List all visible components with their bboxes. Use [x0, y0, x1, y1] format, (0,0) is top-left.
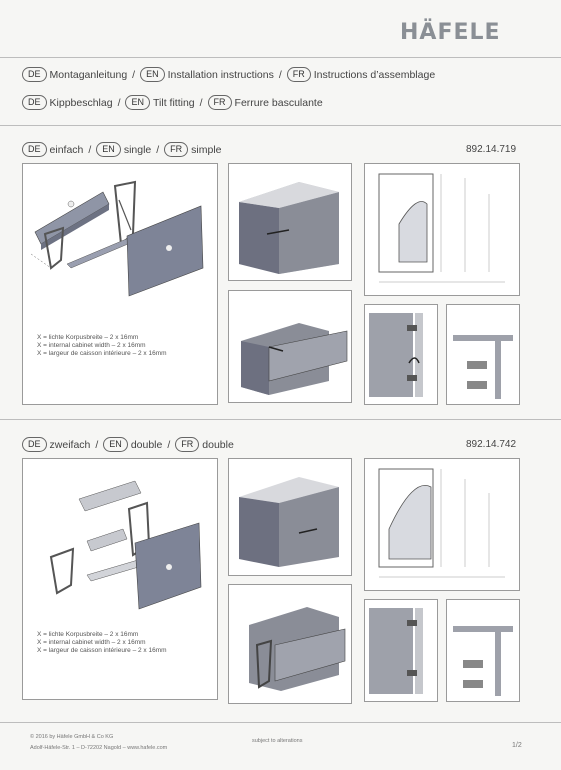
footer-copyright: © 2016 by Häfele GmbH & Co KG: [30, 734, 114, 740]
caption-1-fr: X = largeur de caisson intérieure – 2 x …: [37, 350, 167, 357]
section-divider: [0, 419, 561, 420]
caption-2-fr: X = largeur de caisson intérieure – 2 x …: [37, 647, 167, 654]
product-fr: Ferrure basculante: [234, 96, 323, 109]
dimension-drawing-1: [364, 163, 520, 296]
detail-view-2a: [364, 599, 438, 702]
section2-fr: double: [202, 438, 234, 451]
separator: /: [278, 68, 282, 81]
separator: /: [117, 96, 121, 109]
section2-label: DE zweifach / EN double / FR double: [22, 437, 234, 452]
cabinet-view-2a: [228, 458, 352, 576]
caption-1-en: X = internal cabinet width – 2 x 16mm: [37, 342, 146, 349]
header-rule-bottom: [0, 125, 561, 126]
dimension-drawing-2: [364, 458, 520, 591]
lang-badge-en: EN: [125, 95, 150, 110]
cabinet-view-2b: [228, 584, 352, 704]
product-de: Kippbeschlag: [49, 96, 113, 109]
lang-badge-de: DE: [22, 437, 47, 452]
lang-badge-fr: FR: [207, 95, 232, 110]
caption-2: X = lichte Korpusbreite – 2 x 16mm X = i…: [37, 631, 167, 655]
section2-en: double: [130, 438, 163, 451]
section2-de: zweifach: [49, 438, 91, 451]
lang-badge-fr: FR: [164, 142, 189, 157]
footer-address: Adolf-Häfele-Str. 1 – D-72202 Nagold – w…: [30, 745, 168, 751]
separator: /: [199, 96, 203, 109]
brand-logo: HÄFELE: [400, 20, 501, 45]
detail-view-2b: [446, 599, 520, 702]
lang-badge-de: DE: [22, 142, 47, 157]
footer-rule: [0, 722, 561, 723]
title-en: Installation instructions: [167, 68, 274, 81]
section1-label: DE einfach / EN single / FR simple: [22, 142, 222, 157]
title-line-2: DE Kippbeschlag / EN Tilt fitting / FR F…: [22, 95, 323, 110]
detail-view-1b: [446, 304, 520, 405]
separator: /: [167, 438, 171, 451]
title-de: Montaganleitung: [49, 68, 128, 81]
separator: /: [88, 143, 92, 156]
exploded-view-single: [22, 163, 218, 405]
article-number-2: 892.14.742: [466, 439, 517, 450]
title-line-1: DE Montaganleitung / EN Installation ins…: [22, 67, 435, 82]
caption-1: X = lichte Korpusbreite – 2 x 16mm X = i…: [37, 334, 167, 358]
separator: /: [132, 68, 136, 81]
lang-badge-fr: FR: [175, 437, 200, 452]
article-number-1: 892.14.719: [466, 144, 517, 155]
cabinet-view-1b: [228, 290, 352, 403]
section1-en: single: [123, 143, 152, 156]
separator: /: [156, 143, 160, 156]
lang-badge-en: EN: [140, 67, 165, 82]
caption-2-de: X = lichte Korpusbreite – 2 x 16mm: [37, 631, 139, 638]
lang-badge-en: EN: [103, 437, 128, 452]
section1-fr: simple: [191, 143, 222, 156]
header-rule-top: [0, 57, 561, 58]
caption-1-de: X = lichte Korpusbreite – 2 x 16mm: [37, 334, 139, 341]
exploded-view-double: [22, 458, 218, 700]
section1-de: einfach: [49, 143, 84, 156]
product-en: Tilt fitting: [153, 96, 195, 109]
caption-2-en: X = internal cabinet width – 2 x 16mm: [37, 639, 146, 646]
lang-badge-en: EN: [96, 142, 121, 157]
cabinet-view-1a: [228, 163, 352, 281]
lang-badge-de: DE: [22, 95, 47, 110]
lang-badge-fr: FR: [286, 67, 311, 82]
lang-badge-de: DE: [22, 67, 47, 82]
title-fr: Instructions d’assemblage: [313, 68, 436, 81]
footer-note: subject to alterations: [252, 738, 303, 744]
page-number: 1/2: [512, 742, 522, 749]
separator: /: [95, 438, 99, 451]
detail-view-1a: [364, 304, 438, 405]
